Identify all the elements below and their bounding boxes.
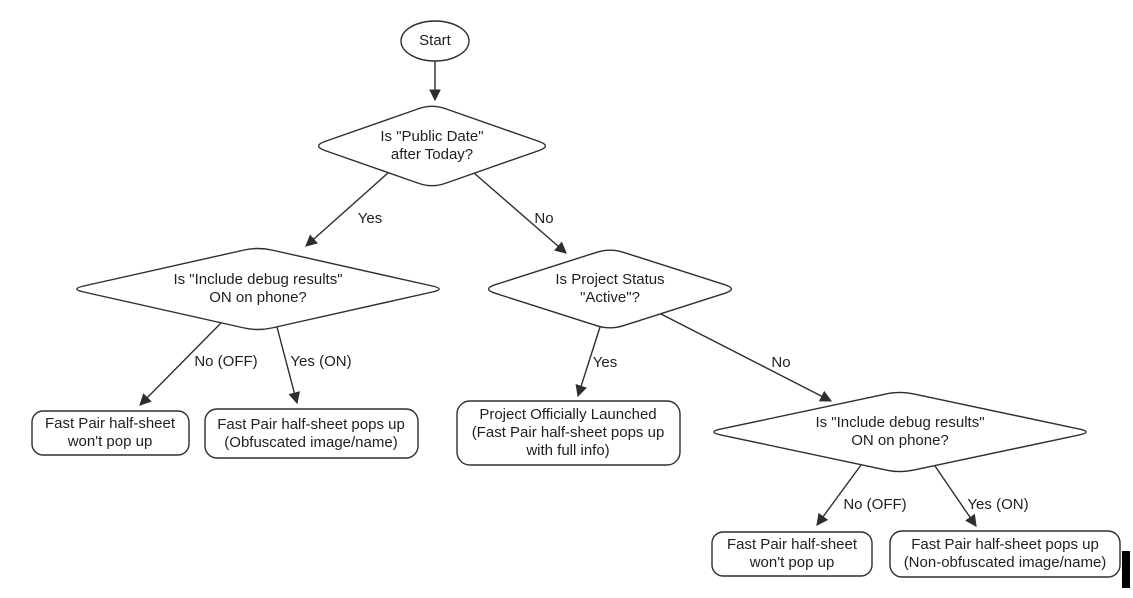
text-cursor-bar — [1122, 551, 1130, 588]
node-label-wont-pop-right: Fast Pair half-sheet won't pop up — [726, 536, 858, 571]
node-label-start: Start — [419, 32, 451, 49]
edge-yes-top — [305, 172, 389, 247]
edge-label-no-off-left: No (OFF) — [194, 353, 258, 370]
decision-debug-left-diamond — [76, 247, 440, 331]
terminal-wont-pop-right-box — [711, 531, 873, 577]
decision-project-status-diamond — [487, 249, 733, 329]
node-label-wont-pop-left: Fast Pair half-sheet won't pop up — [44, 415, 176, 450]
edge-yes-on-left — [276, 326, 301, 405]
edge-no-top — [473, 172, 567, 254]
node-label-non-obfuscated: Fast Pair half-sheet pops up (Non-obfusc… — [903, 536, 1107, 571]
edge-yes-on-right — [934, 465, 977, 527]
edge-label-no-off-right: No (OFF) — [843, 496, 907, 513]
edge-no-mid — [660, 313, 833, 402]
node-label-obfuscated: Fast Pair half-sheet pops up (Obfuscated… — [217, 416, 405, 451]
terminal-launched-box — [456, 400, 681, 466]
edge-label-yes-on-left: Yes (ON) — [290, 353, 352, 370]
edge-no-off-right — [816, 464, 862, 526]
node-label-debug-left: Is "Include debug results" ON on phone? — [173, 271, 343, 306]
edge-yes-mid — [575, 326, 601, 398]
edge-no-off-left — [139, 322, 222, 406]
start-oval — [400, 20, 470, 62]
edge-label-yes-mid: Yes — [592, 354, 618, 371]
edge-label-no-mid: No — [771, 354, 791, 371]
node-label-launched: Project Officially Launched (Fast Pair h… — [471, 406, 665, 459]
node-label-project-status: Is Project Status "Active"? — [555, 271, 665, 306]
edge-label-yes-top: Yes — [357, 210, 383, 227]
decision-debug-right-diamond — [713, 391, 1087, 473]
terminal-obfuscated-box — [204, 408, 419, 459]
decision-public-date-diamond — [317, 105, 547, 187]
node-label-public-date: Is "Public Date" after Today? — [380, 128, 484, 163]
edge-label-yes-on-right: Yes (ON) — [967, 496, 1029, 513]
node-label-debug-right: Is "Include debug results" ON on phone? — [815, 414, 985, 449]
terminal-non-obfuscated-box — [889, 530, 1121, 578]
edge-label-no-top: No — [534, 210, 554, 227]
terminal-wont-pop-left-box — [31, 410, 190, 456]
